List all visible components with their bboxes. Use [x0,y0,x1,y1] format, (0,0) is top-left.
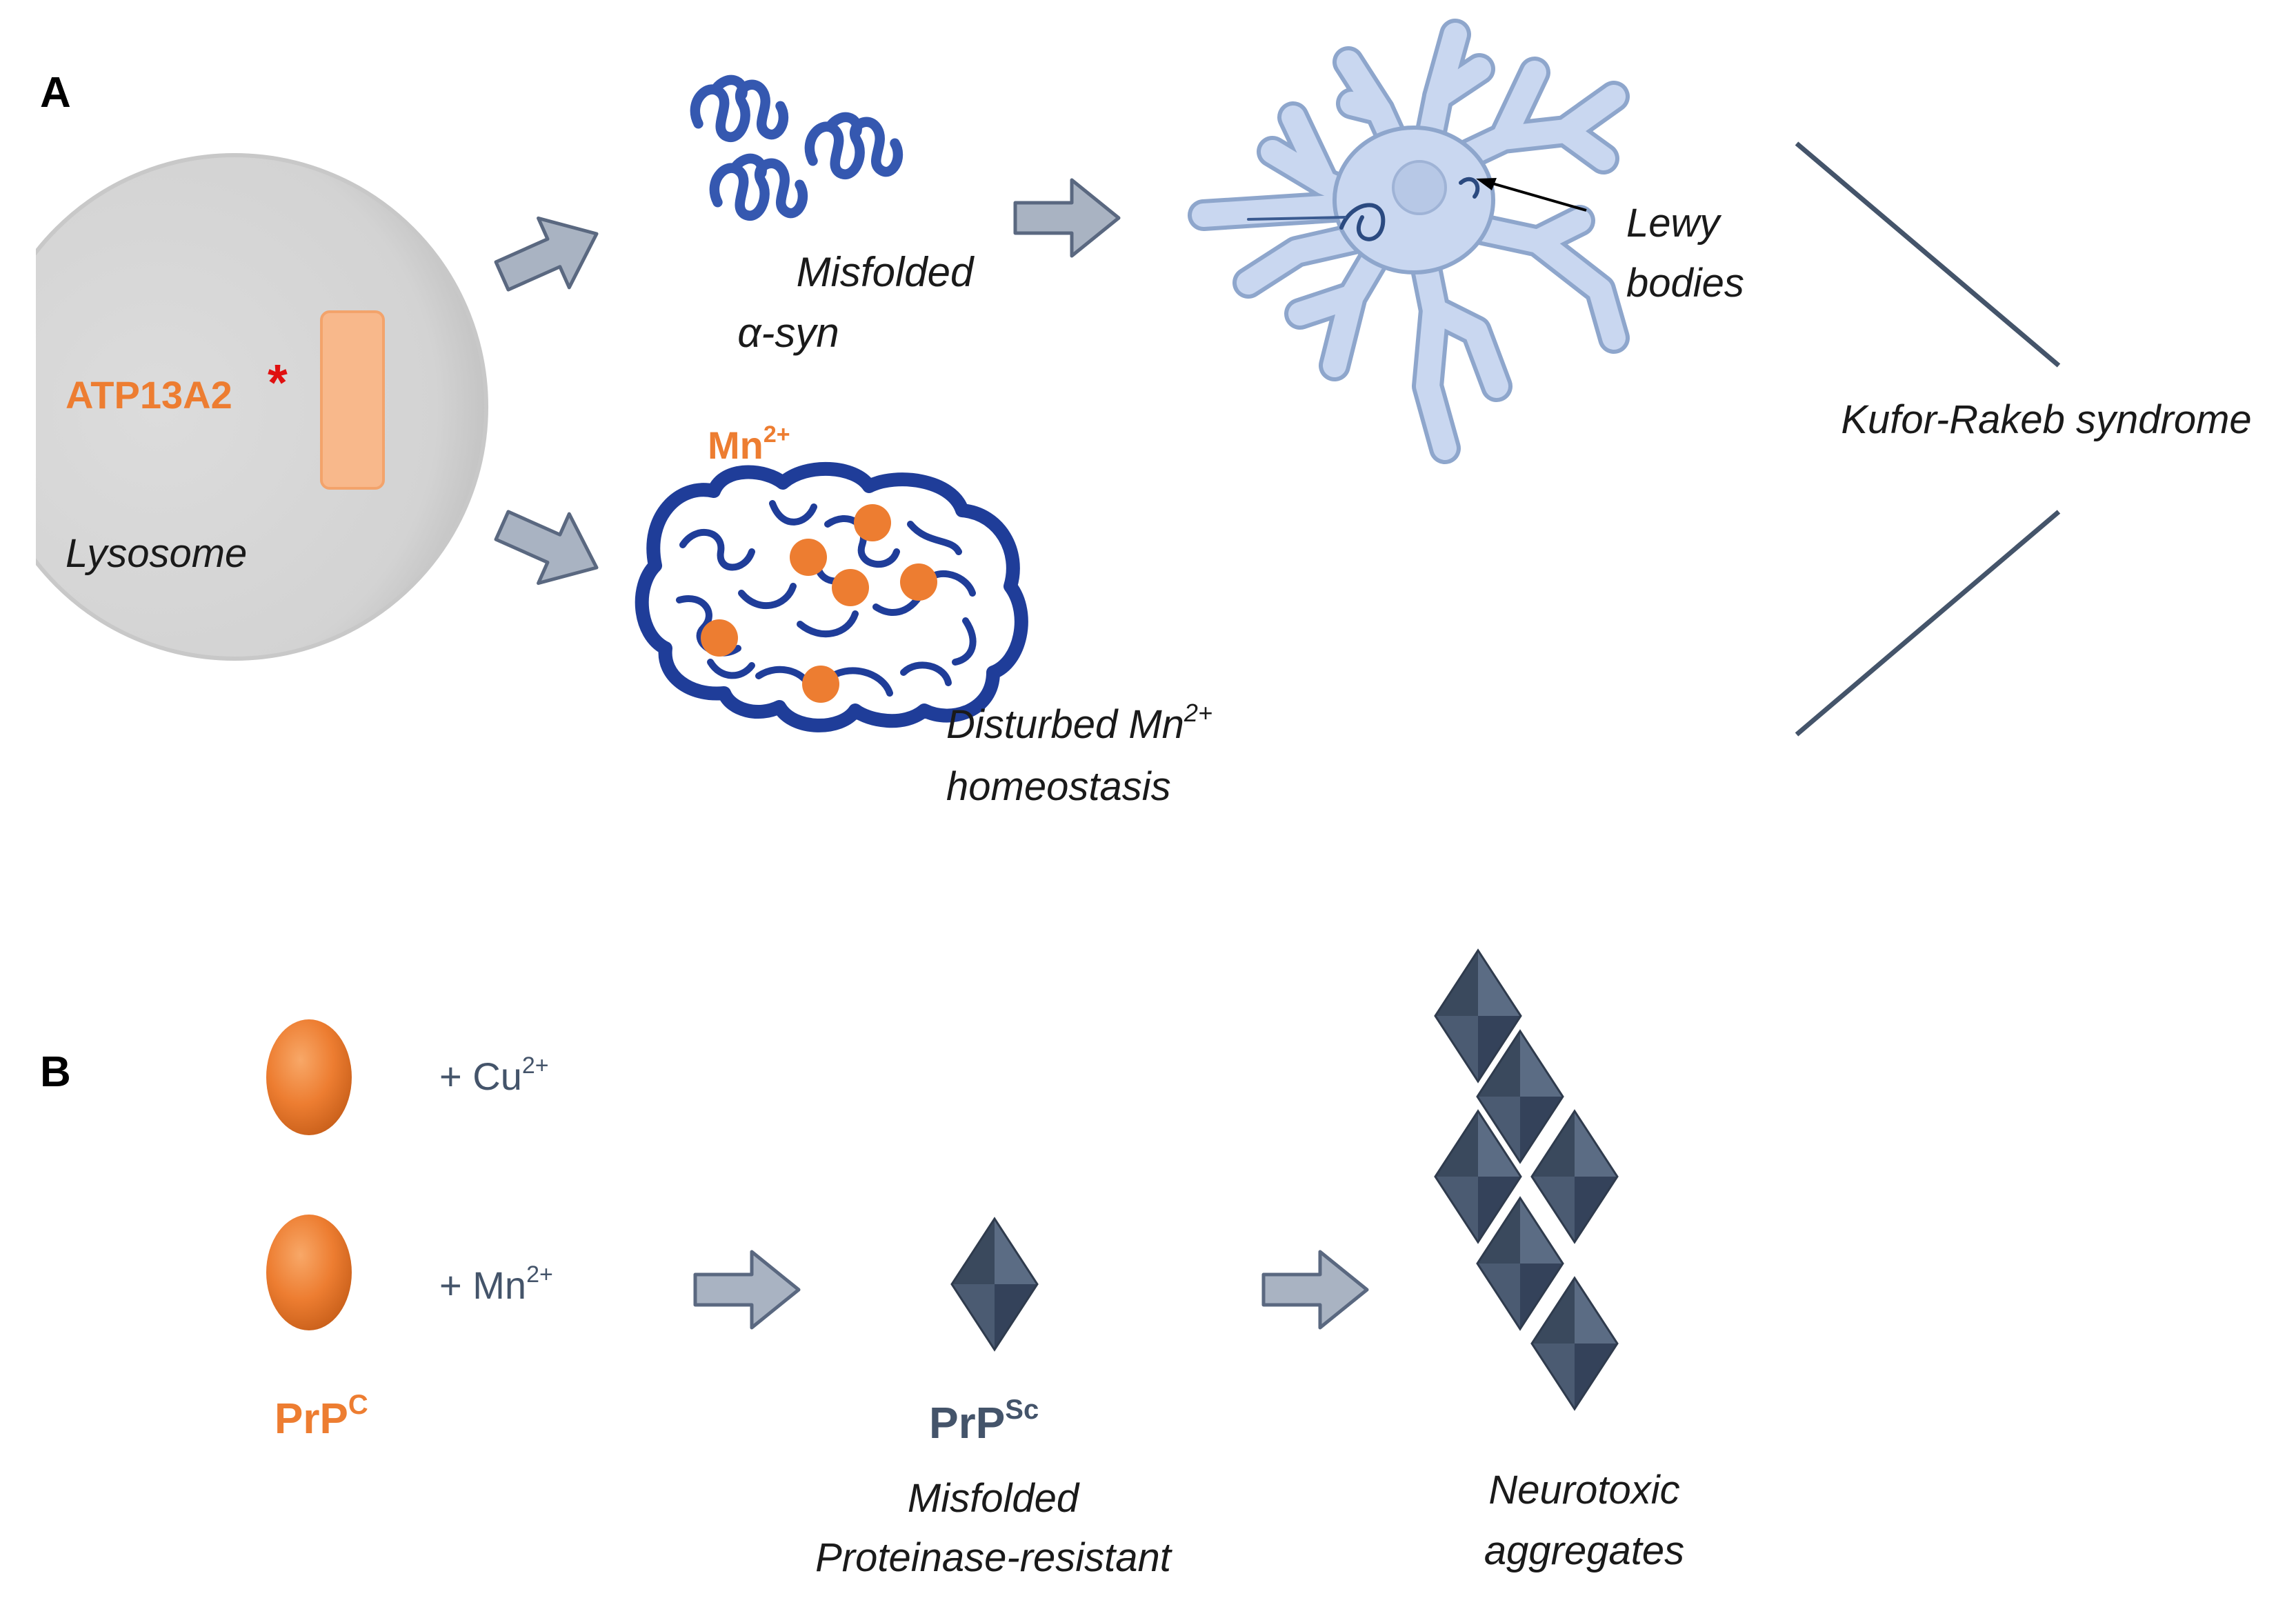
neurotoxic-aggregates [1434,949,1619,1410]
arrow-to-brain [487,491,612,603]
atp13a2-transporter [320,310,385,490]
mn-ion-label: Mn2+ [708,421,790,467]
cu-ion-charge: 2+ [522,1052,549,1079]
prpsc-label: PrPSc [929,1395,1039,1448]
mn-dot [701,619,738,657]
mutation-asterisk: * [268,354,288,411]
prpc-sup: C [348,1390,368,1420]
prpsc-sup: Sc [1005,1395,1039,1425]
brain-illustration [635,461,1028,732]
prpc-base: PrP [274,1395,348,1443]
panel-a-label: A [40,69,71,117]
aggregates-label-line1: Neurotoxic [1488,1468,1679,1512]
lysosome [36,153,488,661]
mn-ion-charge-b: 2+ [526,1261,553,1288]
aggregate-diamond [1530,1277,1619,1410]
arrow-to-prpsc [695,1252,799,1328]
prpc-protein-cu [266,1019,352,1135]
homeostasis-charge: 2+ [1184,699,1212,727]
mn-ion-base: Mn [708,423,763,467]
lewy-pointer-head [1476,178,1497,190]
mn-dot [854,504,891,541]
syndrome-label: Kufor-Rakeb syndrome [1841,397,2251,442]
mn-ion-label-b: + Mn2+ [439,1261,553,1307]
prpc-protein-mn [266,1215,352,1330]
prpsc-base: PrP [929,1398,1005,1448]
arrow-to-aggregates [1264,1252,1367,1328]
homeostasis-label-line1: Disturbed Mn2+ [946,699,1212,747]
arrow-to-neuron [1015,180,1119,256]
prpsc-desc-line1: Misfolded [908,1476,1080,1521]
lysosome-label: Lysosome [66,531,247,576]
neuron-illustration [1188,19,1630,464]
prpsc-diamond [950,1217,1039,1351]
asyn-label-line1: Misfolded [797,249,975,295]
lewy-pointer-line [1482,179,1587,212]
syndrome-bracket-lower [1795,510,2061,737]
prpsc-desc-line2: Proteinase-resistant [815,1535,1173,1580]
arrow-to-asyn [487,199,612,311]
panel-b-label: B [40,1048,71,1096]
cu-ion-text: + Cu [439,1055,522,1098]
aggregates-label-line2: aggregates [1484,1528,1684,1573]
lewy-label-line1: Lewy [1626,201,1721,246]
homeostasis-label-line2: homeostasis [946,764,1171,809]
asyn-label-line2: α-syn [737,310,839,356]
homeostasis-line1-text: Disturbed Mn [946,702,1184,747]
cu-ion-label: + Cu2+ [439,1052,549,1098]
mn-ion-charge: 2+ [763,421,790,448]
mn-dot [790,539,827,576]
mn-dot [832,569,869,606]
mn-dot [900,563,937,601]
atp13a2-label: ATP13A2 [66,373,232,417]
lewy-label-line2: bodies [1626,261,1744,306]
prpc-label: PrPC [274,1390,368,1443]
syndrome-bracket-upper [1795,141,2061,368]
alpha-syn-aggregates [695,80,898,216]
mn-dot [802,666,839,703]
aggregate-diamond [1530,1110,1619,1244]
mn-ion-text: + Mn [439,1264,526,1307]
